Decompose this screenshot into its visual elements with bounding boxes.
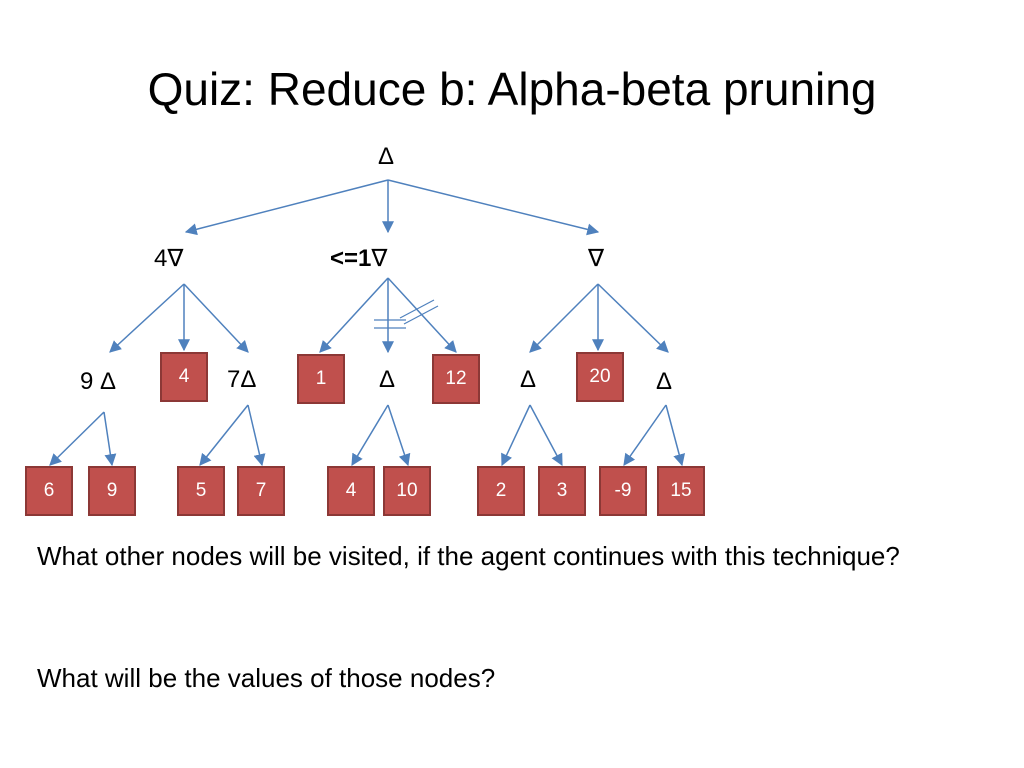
prune-marks: [374, 299, 439, 329]
leaf-box: 15: [657, 466, 705, 516]
max-symbol: Δ: [656, 368, 673, 395]
min-symbol: ∇: [371, 245, 388, 272]
edge: [529, 404, 563, 467]
question-2: What will be the values of those nodes?: [37, 663, 496, 693]
leaf-box: 3: [538, 466, 586, 516]
leaf-box: 4: [327, 466, 375, 516]
leaf-box: 5: [177, 466, 225, 516]
node-value: <=1: [330, 245, 372, 272]
edge: [109, 283, 185, 353]
max-symbol: Δ: [379, 366, 396, 393]
leaf-box: 4: [160, 352, 208, 402]
edge: [199, 404, 249, 466]
slide-title: Quiz: Reduce b: Alpha-beta pruning: [147, 63, 877, 115]
leaf-box: 12: [432, 354, 480, 404]
leaf-box: 20: [576, 352, 624, 402]
max-symbol: Δ: [240, 366, 257, 393]
edge: [183, 283, 249, 353]
edge: [319, 277, 389, 353]
max-symbol: Δ: [520, 366, 537, 393]
max-node: Δ: [379, 368, 395, 392]
edge: [529, 283, 599, 353]
edge: [49, 411, 105, 466]
node-value: 7: [227, 366, 241, 393]
max-node: 7Δ: [227, 368, 256, 392]
edge: [387, 404, 411, 467]
max-node: Δ: [656, 370, 672, 394]
leaf-box: 9: [88, 466, 136, 516]
root-max-node: Δ: [378, 143, 395, 170]
max-symbol: Δ: [100, 368, 117, 395]
leaf-box: -9: [599, 466, 647, 516]
edge: [501, 404, 531, 467]
min-node-left: 4∇: [154, 247, 183, 271]
min-symbol: ∇: [588, 245, 605, 272]
max-node: Δ: [520, 368, 536, 392]
edge: [247, 404, 266, 467]
min-node-right: ∇: [588, 247, 604, 271]
edge: [351, 404, 389, 467]
edge: [623, 404, 667, 466]
question-1: What other nodes will be visited, if the…: [37, 541, 900, 571]
node-value: 4: [154, 245, 168, 272]
min-symbol: ∇: [167, 245, 184, 272]
min-node-middle: <=1∇: [330, 247, 387, 271]
leaf-box: 1: [297, 354, 345, 404]
node-value: 9: [80, 368, 94, 395]
edge: [597, 283, 669, 353]
edge: [387, 179, 600, 236]
leaf-box: 10: [383, 466, 431, 516]
edge: [103, 411, 117, 467]
leaf-box: 2: [477, 466, 525, 516]
leaf-box: 7: [237, 466, 285, 516]
edge: [665, 404, 686, 467]
leaf-box: 6: [25, 466, 73, 516]
edge: [184, 179, 389, 236]
max-node: 9 Δ: [80, 370, 116, 394]
